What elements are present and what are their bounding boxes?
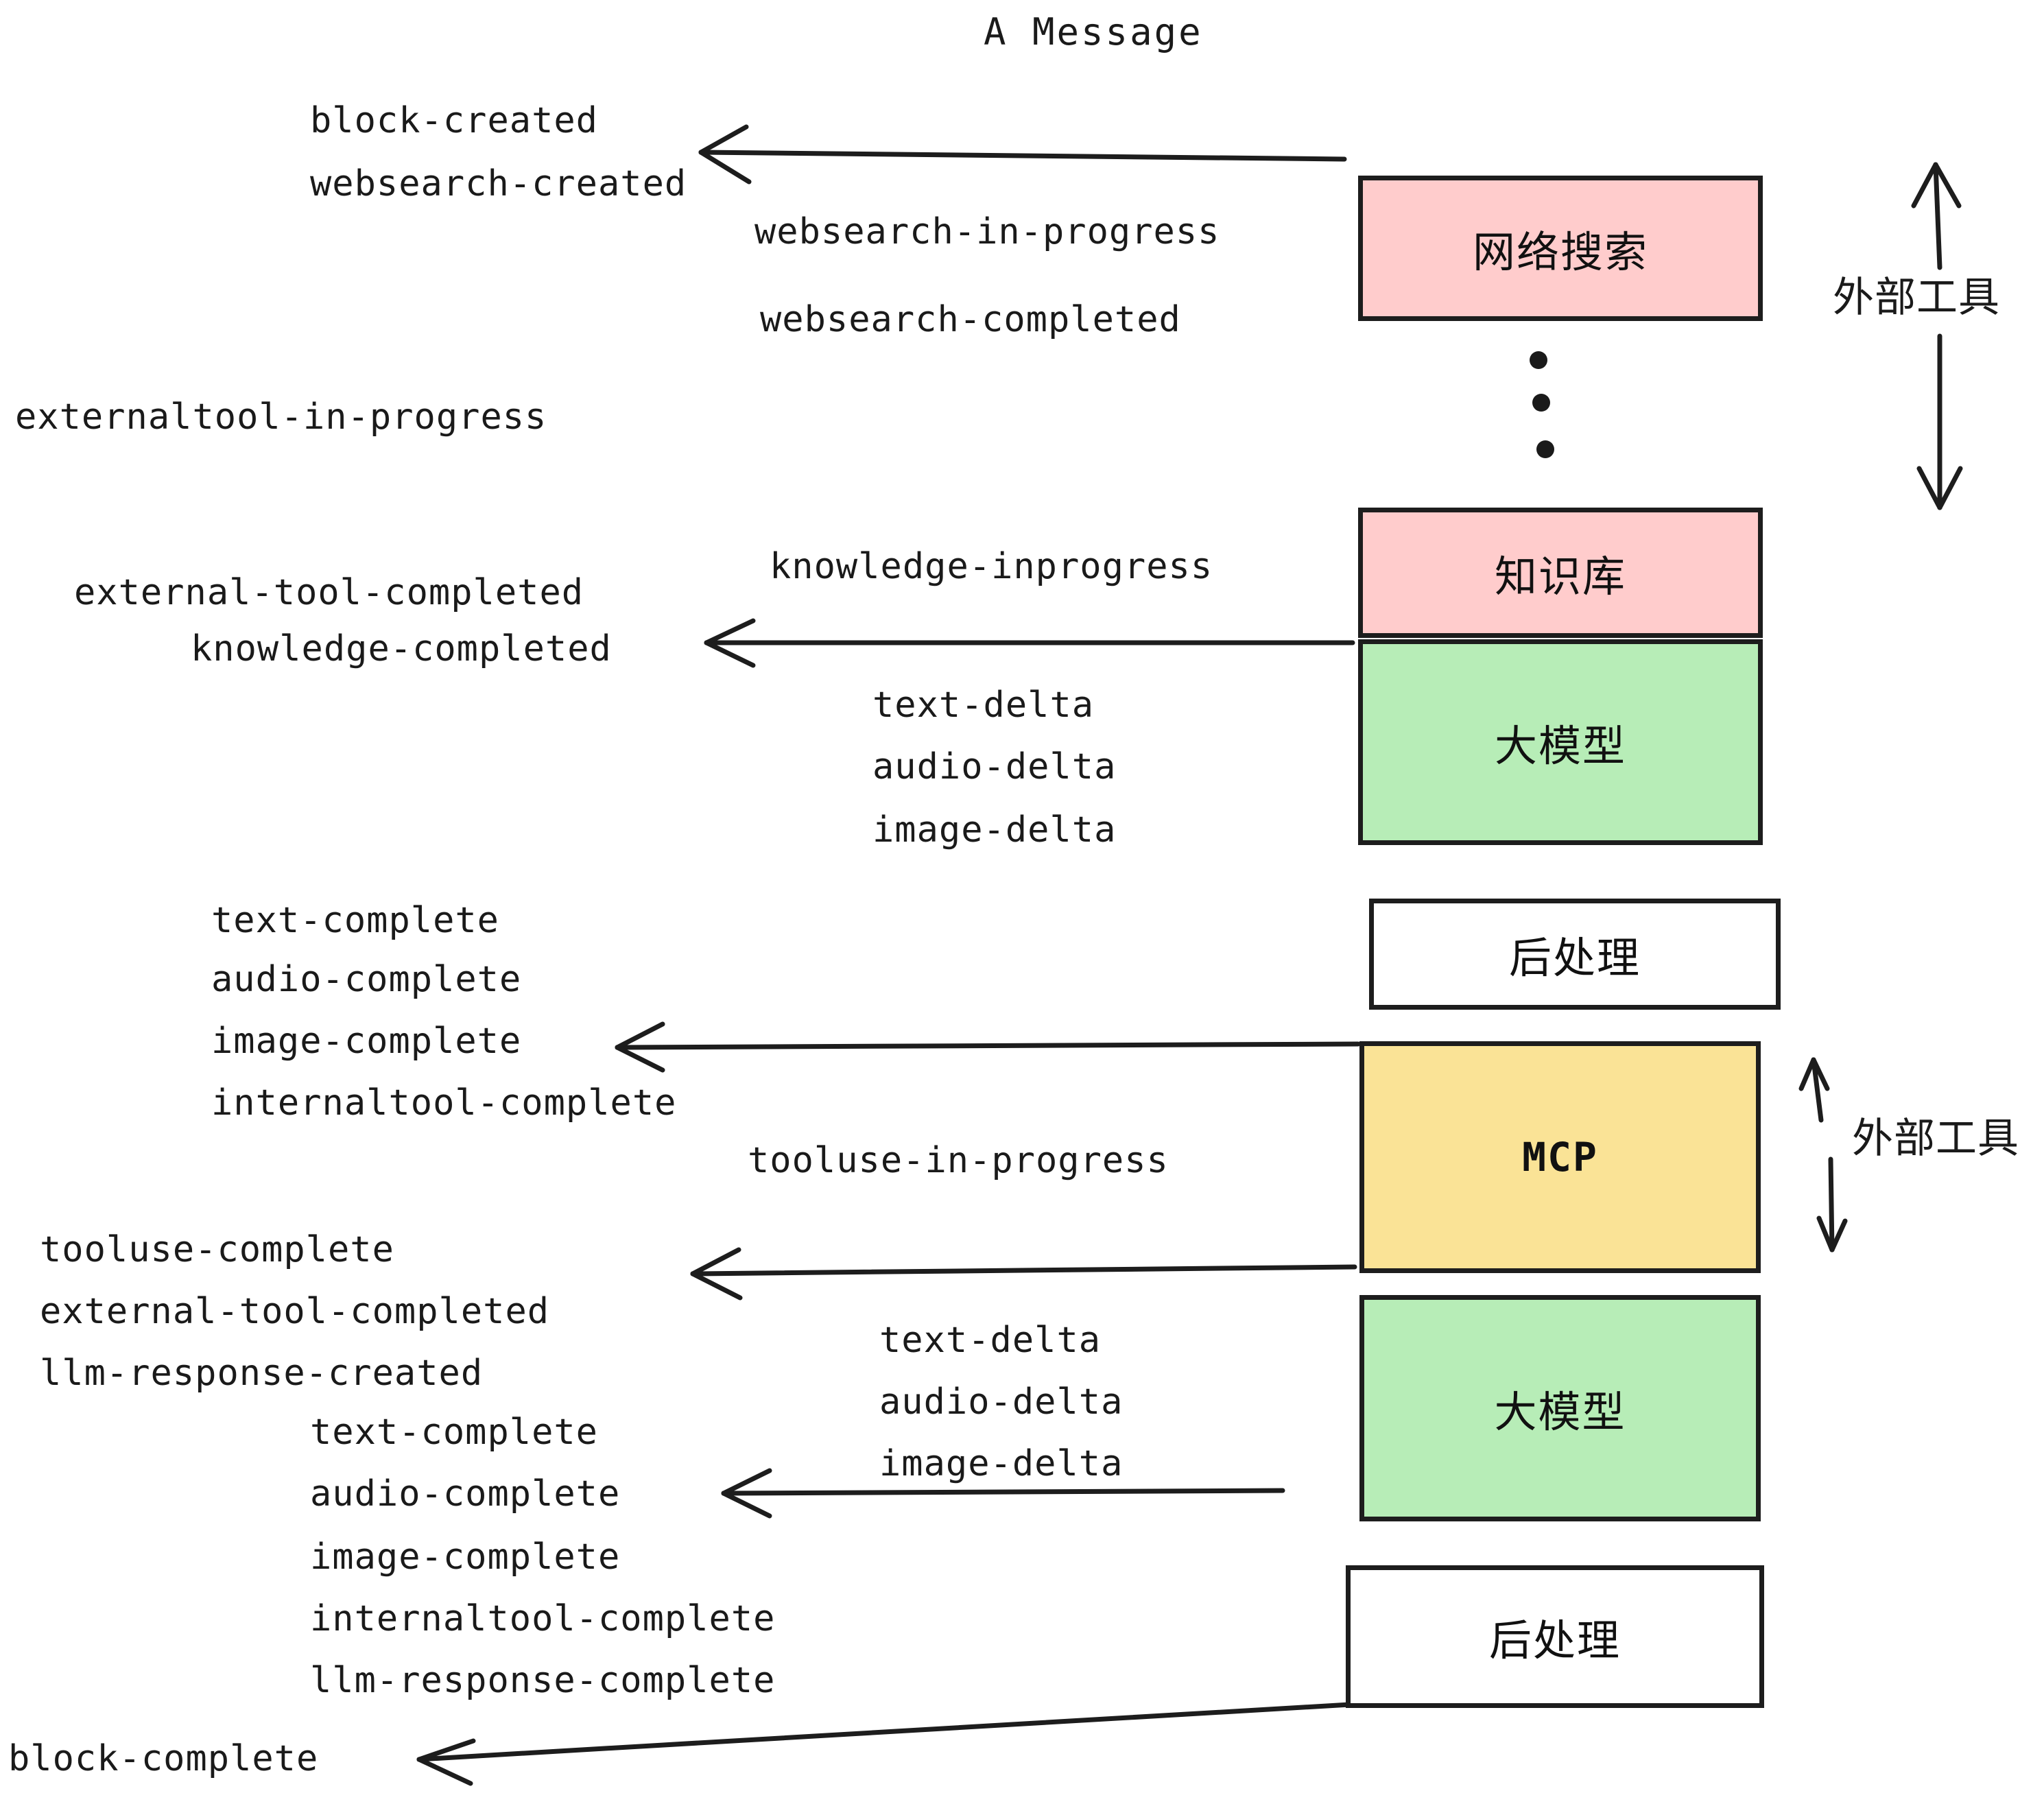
node-knowledge-label: 知识库 (1494, 551, 1626, 602)
event-tooluse-complete: tooluse-complete (40, 1229, 394, 1270)
vertical-ellipsis (1524, 343, 1565, 480)
event-image-complete-1: image-complete (211, 1021, 522, 1062)
event-websearch-in-progress: websearch-in-progress (754, 211, 1220, 252)
event-block-complete: block-complete (8, 1738, 319, 1779)
event-knowledge-inprogress: knowledge-inprogress (770, 546, 1213, 587)
arrow-external-tools-top-down (1916, 333, 1963, 510)
event-websearch-completed: websearch-completed (760, 299, 1181, 340)
event-llm-response-created: llm-response-created (40, 1353, 484, 1394)
event-external-tool-completed-2: external-tool-completed (40, 1291, 550, 1332)
event-text-delta-1: text-delta (872, 685, 1095, 726)
event-externaltool-in-progress: externaltool-in-progress (15, 396, 547, 438)
event-audio-complete-2: audio-complete (310, 1473, 621, 1515)
ellipsis-dot (1536, 440, 1554, 458)
ellipsis-dot (1532, 394, 1550, 412)
event-knowledge-completed: knowledge-completed (191, 628, 612, 669)
node-llm-1[interactable]: 大模型 (1358, 639, 1763, 845)
event-internaltool-complete-1: internaltool-complete (211, 1082, 677, 1124)
arrow-external-tools-bottom-down (1816, 1156, 1848, 1253)
arrow-external-tools-top-up (1911, 162, 1962, 270)
node-postprocess-2[interactable]: 后处理 (1346, 1565, 1764, 1708)
event-audio-delta-2: audio-delta (879, 1381, 1124, 1423)
event-image-delta-1: image-delta (872, 809, 1117, 851)
node-websearch-label: 网络搜索 (1472, 227, 1648, 277)
event-image-complete-2: image-complete (310, 1536, 621, 1578)
event-text-complete-1: text-complete (211, 900, 499, 941)
node-postprocess-1-label: 后处理 (1508, 933, 1641, 983)
event-block-created: block-created (310, 100, 598, 141)
event-audio-delta-1: audio-delta (872, 746, 1117, 787)
side-label-external-tools-top: 外部工具 (1833, 274, 2000, 322)
event-internaltool-complete-2: internaltool-complete (310, 1598, 776, 1639)
node-postprocess-1[interactable]: 后处理 (1369, 899, 1781, 1010)
event-websearch-created: websearch-created (310, 163, 687, 204)
node-llm-2[interactable]: 大模型 (1359, 1295, 1761, 1521)
node-mcp-label: MCP (1522, 1134, 1598, 1180)
node-knowledge[interactable]: 知识库 (1358, 508, 1763, 638)
node-llm-2-label: 大模型 (1494, 1387, 1626, 1437)
node-llm-1-label: 大模型 (1494, 721, 1626, 771)
event-image-delta-2: image-delta (879, 1443, 1124, 1484)
arrow-knowledge-to-completed (704, 618, 1355, 668)
page-title: A Message (984, 10, 1203, 54)
event-text-complete-2: text-complete (310, 1412, 598, 1453)
node-postprocess-2-label: 后处理 (1488, 1615, 1621, 1665)
arrow-mcp-to-tooluse-complete (690, 1247, 1357, 1301)
event-external-tool-completed-1: external-tool-completed (74, 572, 584, 613)
node-mcp[interactable]: MCP (1359, 1041, 1761, 1273)
arrow-websearch-to-blockcreated (698, 124, 1347, 185)
event-tooluse-in-progress: tooluse-in-progress (748, 1140, 1169, 1181)
arrow-postproc2-to-blockcomplete (416, 1702, 1353, 1786)
node-websearch[interactable]: 网络搜索 (1358, 176, 1763, 321)
arrow-external-tools-bottom-up (1798, 1057, 1830, 1123)
side-label-external-tools-bottom: 外部工具 (1852, 1115, 2019, 1163)
event-audio-complete-1: audio-complete (211, 959, 522, 1000)
arrow-postproc1-to-imagecomplete (615, 1021, 1361, 1073)
event-llm-response-complete: llm-response-complete (310, 1660, 776, 1701)
ellipsis-dot (1530, 351, 1547, 369)
event-text-delta-2: text-delta (879, 1320, 1102, 1361)
